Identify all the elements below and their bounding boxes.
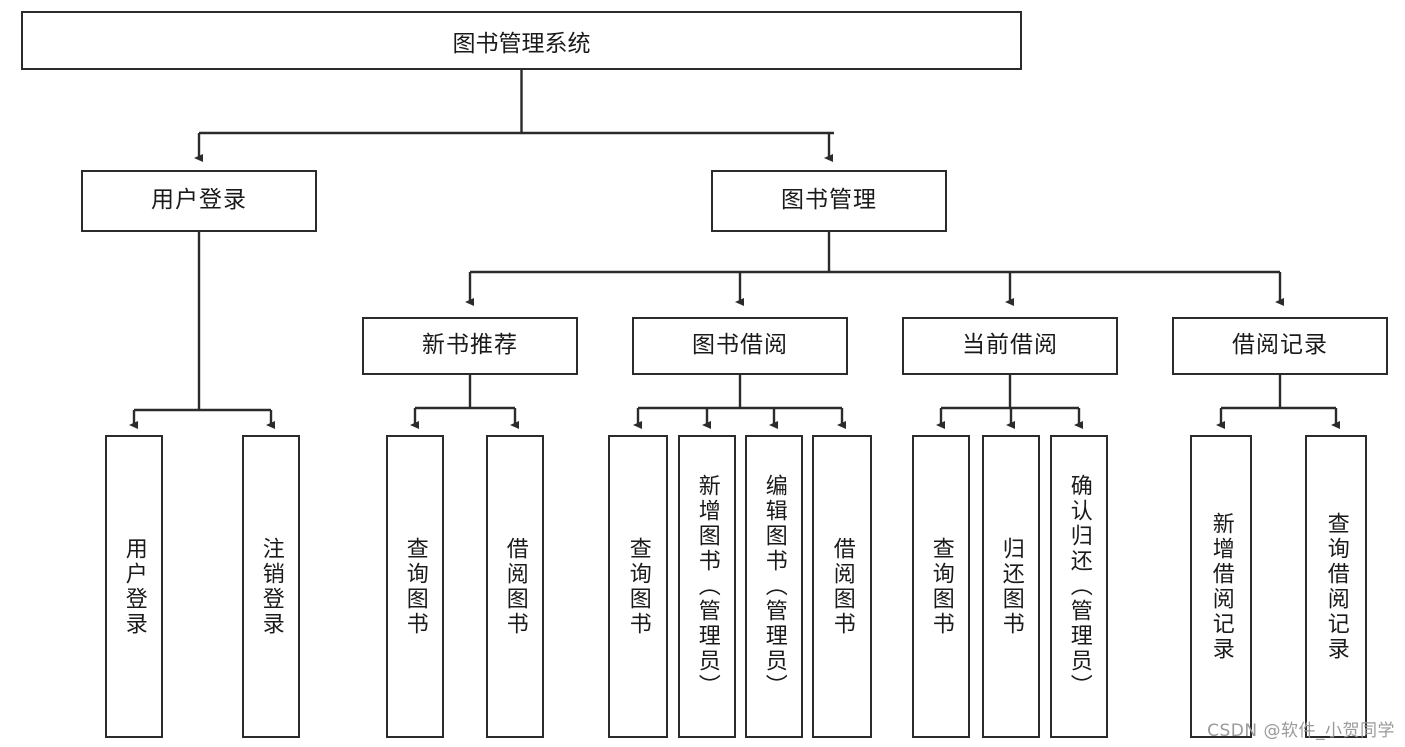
leaf-node[interactable]: 用户登录 — [105, 435, 163, 738]
leaf-node[interactable]: 新增借阅记录 — [1190, 435, 1252, 738]
node-label: 查询图书 — [402, 536, 428, 637]
node-label: 新增借阅记录 — [1208, 511, 1234, 662]
leaf-node[interactable]: 新增图书（管理员） — [678, 435, 736, 738]
node-label: 新增图书（管理员） — [694, 474, 720, 699]
leaf-node[interactable]: 查询图书 — [386, 435, 444, 738]
node-current-borrow[interactable]: 当前借阅 — [902, 317, 1118, 375]
leaf-node[interactable]: 查询借阅记录 — [1305, 435, 1367, 738]
node-label: 借阅记录 — [1232, 332, 1328, 359]
leaf-node[interactable]: 借阅图书 — [486, 435, 544, 738]
watermark-text: CSDN @软件_小贺同学 — [1207, 721, 1395, 741]
node-label: 新书推荐 — [422, 332, 518, 359]
node-label: 确认归还（管理员） — [1066, 474, 1092, 699]
node-label: 用户登录 — [151, 187, 247, 214]
node-label: 图书借阅 — [692, 332, 788, 359]
node-label: 查询图书 — [625, 536, 651, 637]
node-label: 用户登录 — [121, 536, 147, 637]
node-book-borrow[interactable]: 图书借阅 — [632, 317, 848, 375]
node-user-login[interactable]: 用户登录 — [81, 170, 317, 232]
node-label: 编辑图书（管理员） — [761, 474, 787, 699]
leaf-node[interactable]: 注销登录 — [242, 435, 300, 738]
node-label: 借阅图书 — [502, 536, 528, 637]
node-label: 注销登录 — [258, 536, 284, 637]
leaf-node[interactable]: 归还图书 — [982, 435, 1040, 738]
leaf-node[interactable]: 编辑图书（管理员） — [745, 435, 803, 738]
node-borrow-record[interactable]: 借阅记录 — [1172, 317, 1388, 375]
leaf-node[interactable]: 借阅图书 — [812, 435, 872, 738]
node-label: 查询图书 — [928, 536, 954, 637]
node-label: 查询借阅记录 — [1323, 511, 1349, 662]
leaf-node[interactable]: 查询图书 — [608, 435, 668, 738]
node-label: 图书管理系统 — [452, 30, 591, 57]
leaf-node[interactable]: 查询图书 — [912, 435, 970, 738]
node-book-management[interactable]: 图书管理 — [711, 170, 947, 232]
leaf-node[interactable]: 确认归还（管理员） — [1050, 435, 1108, 738]
node-label: 归还图书 — [998, 536, 1024, 637]
node-label: 借阅图书 — [829, 536, 855, 637]
node-root-system[interactable]: 图书管理系统 — [21, 11, 1022, 70]
node-new-book-recommend[interactable]: 新书推荐 — [362, 317, 578, 375]
node-label: 当前借阅 — [962, 332, 1058, 359]
node-label: 图书管理 — [781, 187, 877, 214]
